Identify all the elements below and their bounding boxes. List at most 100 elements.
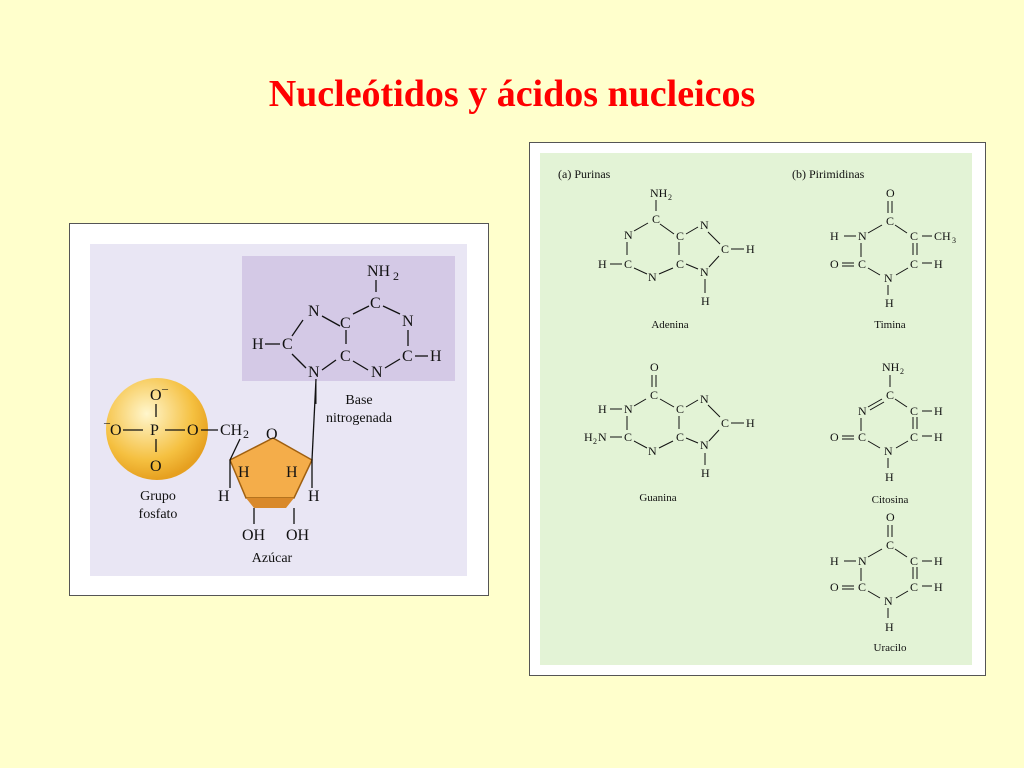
svg-text:C: C: [652, 212, 660, 226]
svg-text:NH: NH: [367, 263, 391, 280]
svg-text:O: O: [886, 510, 895, 524]
svg-text:–: –: [161, 381, 169, 395]
svg-text:O: O: [830, 580, 839, 594]
svg-text:C: C: [721, 242, 729, 256]
svg-text:H: H: [934, 430, 943, 444]
svg-text:–: –: [103, 415, 111, 429]
phosphate-label-2: fosfato: [139, 507, 178, 522]
svg-text:NH: NH: [882, 360, 900, 374]
base-label-2: nitrogenada: [326, 411, 393, 426]
svg-text:C: C: [858, 430, 866, 444]
phosphate-label-1: Grupo: [140, 489, 176, 504]
page-title: Nucleótidos y ácidos nucleicos: [268, 73, 756, 115]
svg-text:O: O: [886, 186, 895, 200]
guanine-label: Guanina: [639, 492, 676, 504]
thymine-label: Timina: [874, 319, 906, 331]
svg-text:H: H: [830, 229, 839, 243]
svg-text:N: N: [700, 392, 709, 406]
svg-text:N: N: [624, 228, 633, 242]
svg-text:CH: CH: [934, 229, 951, 243]
svg-text:C: C: [886, 538, 894, 552]
svg-text:N: N: [858, 404, 867, 418]
svg-text:P: P: [150, 422, 159, 439]
svg-text:O: O: [650, 360, 659, 374]
svg-text:C: C: [910, 554, 918, 568]
svg-text:H: H: [934, 554, 943, 568]
svg-text:O: O: [150, 387, 162, 404]
svg-text:C: C: [721, 416, 729, 430]
svg-text:C: C: [650, 388, 658, 402]
svg-text:N: N: [700, 265, 709, 279]
phosphate-sphere: [106, 378, 208, 480]
svg-text:H: H: [830, 554, 839, 568]
base-box: [242, 256, 455, 381]
svg-text:C: C: [858, 257, 866, 271]
svg-text:N: N: [598, 430, 607, 444]
purines-heading: (a) Purinas: [558, 167, 611, 181]
svg-text:C: C: [340, 315, 351, 332]
svg-text:N: N: [700, 218, 709, 232]
svg-text:C: C: [676, 229, 684, 243]
svg-text:H: H: [746, 416, 755, 430]
svg-text:H: H: [218, 488, 230, 505]
svg-text:H: H: [238, 464, 250, 481]
svg-text:N: N: [884, 594, 893, 608]
svg-text:H: H: [701, 294, 710, 308]
svg-text:O: O: [150, 458, 162, 475]
svg-text:C: C: [340, 348, 351, 365]
svg-text:OH: OH: [286, 527, 310, 544]
svg-text:N: N: [624, 402, 633, 416]
svg-text:C: C: [910, 229, 918, 243]
cytosine-label: Citosina: [872, 494, 909, 506]
svg-text:C: C: [886, 214, 894, 228]
svg-text:C: C: [676, 257, 684, 271]
svg-text:H: H: [934, 257, 943, 271]
svg-text:N: N: [858, 554, 867, 568]
svg-text:H: H: [885, 296, 894, 310]
svg-text:C: C: [886, 388, 894, 402]
svg-text:3: 3: [952, 236, 956, 245]
svg-text:N: N: [884, 444, 893, 458]
svg-text:2: 2: [668, 193, 672, 202]
svg-text:H: H: [746, 242, 755, 256]
svg-text:O: O: [266, 426, 278, 443]
svg-text:NH: NH: [650, 186, 668, 200]
svg-text:H: H: [308, 488, 320, 505]
svg-text:O: O: [830, 257, 839, 271]
svg-text:C: C: [624, 257, 632, 271]
svg-text:N: N: [884, 271, 893, 285]
svg-text:N: N: [308, 364, 320, 381]
svg-text:C: C: [370, 295, 381, 312]
svg-text:H: H: [885, 470, 894, 484]
svg-text:OH: OH: [242, 527, 266, 544]
svg-text:N: N: [700, 438, 709, 452]
pyrimidines-heading: (b) Pirimidinas: [792, 167, 865, 181]
svg-text:H: H: [584, 430, 593, 444]
svg-text:C: C: [402, 348, 413, 365]
svg-text:H: H: [598, 402, 607, 416]
uracil-diagram: O C N H C O N H C H C H: [830, 510, 943, 634]
svg-text:H: H: [430, 348, 442, 365]
sugar-ring: O H H H H OH OH: [218, 378, 320, 544]
svg-text:2: 2: [393, 269, 399, 283]
svg-text:H: H: [252, 336, 264, 353]
svg-text:2: 2: [243, 427, 249, 441]
sugar-label: Azúcar: [252, 551, 293, 566]
svg-text:N: N: [371, 364, 383, 381]
base-label-1: Base: [345, 393, 372, 408]
svg-text:H: H: [598, 257, 607, 271]
svg-text:H: H: [934, 580, 943, 594]
svg-text:C: C: [858, 580, 866, 594]
adenine-label: Adenina: [651, 319, 688, 331]
svg-text:H: H: [885, 620, 894, 634]
svg-text:H: H: [701, 466, 710, 480]
svg-text:O: O: [110, 422, 122, 439]
